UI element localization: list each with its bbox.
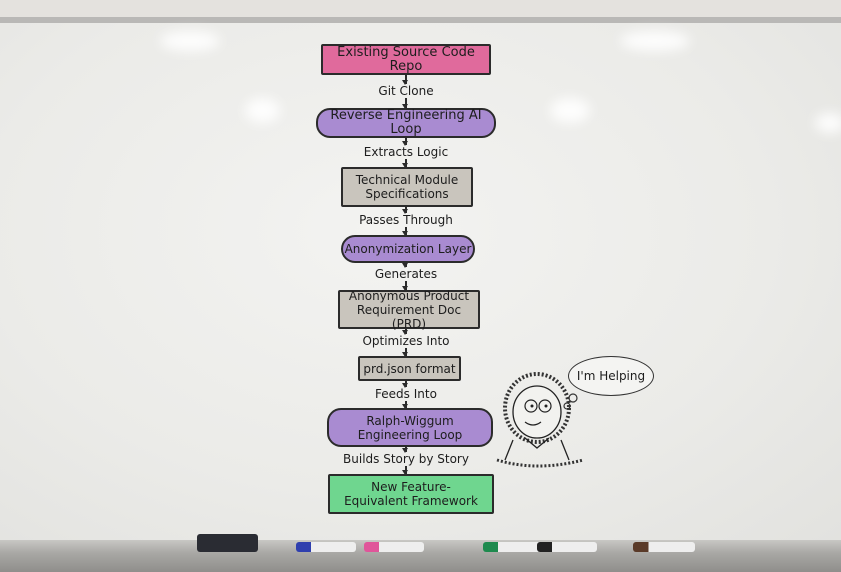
node-new-feature-equivalent-framework: New Feature-Equivalent Framework bbox=[328, 474, 494, 514]
node-reverse-engineering-ai-loop: Reverse Engineering AI Loop bbox=[316, 108, 496, 138]
eraser[interactable] bbox=[197, 534, 258, 552]
node-ralph-wiggum-engineering-loop: Ralph-Wiggum Engineering Loop bbox=[327, 408, 493, 447]
edge-label-generates: Generates bbox=[374, 267, 438, 281]
edge-label-passes-through: Passes Through bbox=[359, 213, 453, 227]
arrow bbox=[402, 98, 408, 109]
arrow bbox=[402, 263, 408, 268]
green-marker[interactable] bbox=[483, 542, 543, 552]
light-glare bbox=[620, 31, 690, 51]
edge-label-extracts-logic: Extracts Logic bbox=[363, 145, 449, 159]
edge-label-builds-story-by-story: Builds Story by Story bbox=[343, 452, 469, 466]
arrow bbox=[402, 281, 408, 291]
arrow bbox=[402, 381, 408, 388]
node-prd-json-format: prd.json format bbox=[358, 356, 461, 381]
edge-label-git-clone: Git Clone bbox=[378, 84, 434, 98]
arrow bbox=[402, 75, 408, 85]
light-glare bbox=[815, 113, 841, 133]
brown-marker[interactable] bbox=[633, 542, 695, 552]
arrow bbox=[402, 348, 408, 357]
light-glare bbox=[550, 98, 590, 123]
ralph-wiggum-drawing bbox=[496, 372, 584, 468]
edge-label-optimizes-into: Optimizes Into bbox=[362, 334, 450, 348]
node-anonymization-layer: Anonymization Layer bbox=[341, 235, 475, 263]
pink-marker[interactable] bbox=[364, 542, 424, 552]
blue-marker[interactable] bbox=[296, 542, 356, 552]
arrow bbox=[402, 329, 408, 335]
arrow bbox=[402, 207, 408, 214]
arrow bbox=[402, 159, 408, 168]
light-glare bbox=[245, 98, 280, 123]
light-glare bbox=[160, 31, 220, 51]
arrow bbox=[402, 447, 408, 453]
arrow bbox=[402, 138, 408, 146]
node-existing-source-code-repo: Existing Source Code Repo bbox=[321, 44, 491, 75]
node-technical-module-specifications: Technical Module Specifications bbox=[341, 167, 473, 207]
arrow bbox=[402, 227, 408, 236]
wall bbox=[0, 0, 841, 22]
arrow bbox=[402, 466, 408, 475]
thought-bubble: I'm Helping bbox=[568, 356, 654, 396]
whiteboard-frame bbox=[0, 17, 841, 23]
node-anonymous-prd: Anonymous Product Requirement Doc (PRD) bbox=[338, 289, 480, 331]
black-marker[interactable] bbox=[537, 542, 597, 552]
edge-label-feeds-into: Feeds Into bbox=[375, 387, 437, 401]
arrow bbox=[402, 401, 408, 409]
